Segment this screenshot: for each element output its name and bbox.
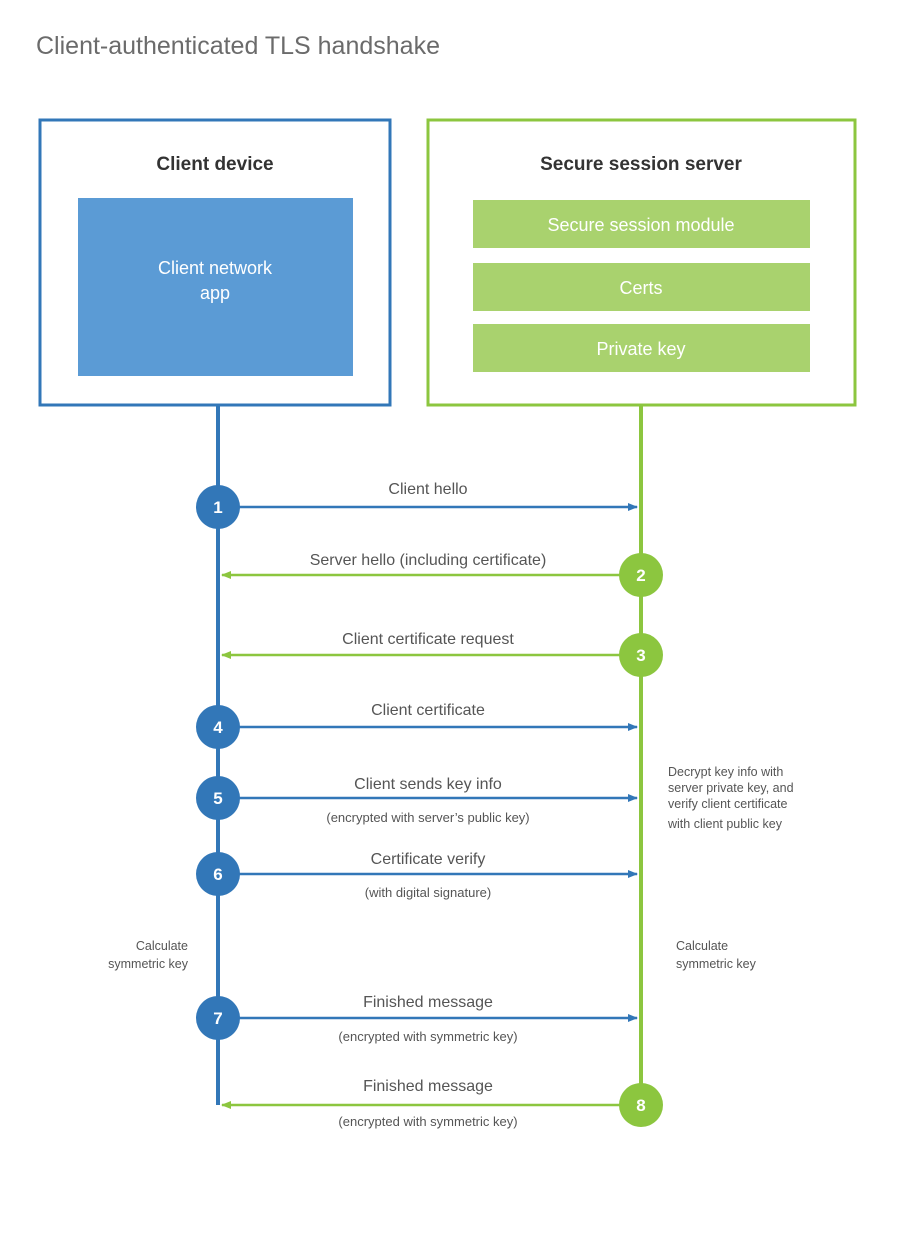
step-5-label: Client sends key info [354, 776, 502, 793]
step-7: Finished message (encrypted with symmetr… [196, 994, 638, 1044]
client-network-app-label-line1: Client network [158, 258, 273, 278]
client-device-node: Client device Client network app [38, 118, 392, 407]
step-5-marker [196, 776, 240, 820]
step-5: Client sends key info (encrypted with se… [196, 776, 638, 825]
client-calculate-line-2: symmetric key [108, 957, 189, 971]
step-3-label: Client certificate request [342, 631, 514, 648]
client-calculate-annotation: Calculate symmetric key [108, 939, 189, 971]
step-3-marker [619, 633, 663, 677]
step-8-sublabel: (encrypted with symmetric key) [338, 1114, 517, 1129]
server-decrypt-line-1: Decrypt key info with [668, 765, 783, 779]
step-2-label: Server hello (including certificate) [310, 552, 547, 569]
server-decrypt-line-4: with client public key [667, 817, 783, 831]
step-2-number: 2 [636, 566, 645, 585]
step-1: Client hello 1 [196, 481, 638, 529]
step-7-number: 7 [213, 1009, 222, 1028]
certs-label: Certs [619, 278, 662, 298]
server-calculate-annotation: Calculate symmetric key [676, 939, 757, 971]
step-3: Client certificate request 3 [221, 631, 663, 677]
step-4-number: 4 [213, 718, 223, 737]
step-8-label: Finished message [363, 1078, 493, 1095]
step-4-label: Client certificate [371, 702, 485, 719]
step-4: Client certificate 4 [196, 702, 638, 749]
server-decrypt-line-3: verify client certificate [668, 797, 788, 811]
client-network-app-box [78, 198, 353, 376]
page-title: Client-authenticated TLS handshake [36, 32, 440, 60]
step-6-number: 6 [213, 865, 222, 884]
secure-session-module-box [473, 200, 810, 248]
step-7-marker [196, 996, 240, 1040]
step-6-marker [196, 852, 240, 896]
server-calculate-line-1: Calculate [676, 939, 728, 953]
certs-box [473, 263, 810, 311]
secure-session-server-title: Secure session server [540, 154, 742, 175]
step-1-marker [196, 485, 240, 529]
step-8-marker [619, 1083, 663, 1127]
step-2: Server hello (including certificate) 2 [221, 552, 663, 597]
step-3-number: 3 [636, 646, 645, 665]
client-calculate-line-1: Calculate [136, 939, 188, 953]
secure-session-server-node: Secure session server Secure session mod… [426, 118, 857, 407]
step-5-number: 5 [213, 789, 222, 808]
server-decrypt-annotation: Decrypt key info with server private key… [667, 765, 794, 831]
step-5-sublabel: (encrypted with server’s public key) [326, 810, 529, 825]
step-4-marker [196, 705, 240, 749]
step-1-number: 1 [213, 498, 222, 517]
step-6: Certificate verify (with digital signatu… [196, 851, 638, 900]
private-key-box [473, 324, 810, 372]
step-1-label: Client hello [388, 481, 467, 498]
step-7-label: Finished message [363, 994, 493, 1011]
step-7-sublabel: (encrypted with symmetric key) [338, 1029, 517, 1044]
step-6-label: Certificate verify [371, 851, 486, 868]
step-2-marker [619, 553, 663, 597]
private-key-label: Private key [596, 339, 685, 359]
server-calculate-line-2: symmetric key [676, 957, 757, 971]
step-6-sublabel: (with digital signature) [365, 885, 491, 900]
server-decrypt-line-2: server private key, and [668, 781, 794, 795]
client-device-title: Client device [156, 154, 273, 175]
step-8-number: 8 [636, 1096, 645, 1115]
step-8: Finished message (encrypted with symmetr… [221, 1078, 663, 1129]
secure-session-module-label: Secure session module [547, 215, 734, 235]
client-network-app-label-line2: app [200, 283, 230, 303]
